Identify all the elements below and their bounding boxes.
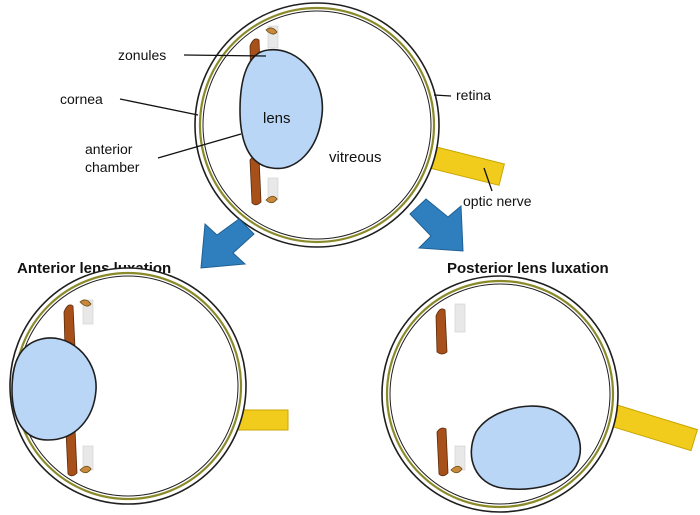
ciliary-upper [265, 27, 278, 35]
anterior-luxation-eye [9, 267, 289, 505]
optic-nerve-left [237, 409, 289, 431]
cornea-pointer [119, 98, 199, 116]
label-zonules: zonules [118, 47, 166, 63]
ciliary-left-upper [79, 299, 92, 307]
ciliary-right-lower [450, 465, 463, 474]
arrow-left [200, 218, 255, 269]
ciliary-left-lower [79, 465, 92, 474]
label-cornea: cornea [60, 91, 103, 107]
zonule-tissue-left-upper [82, 299, 94, 325]
title-posterior-luxation: Posterior lens luxation [447, 260, 609, 277]
label-optic-nerve: optic nerve [463, 193, 532, 209]
label-retina: retina [456, 87, 491, 103]
ciliary-lower [265, 195, 278, 204]
zonule-tissue-upper [267, 25, 279, 49]
posterior-luxation-eye [381, 275, 699, 513]
anterior-chamber-pointer [157, 133, 242, 159]
labels: zonules cornea anterior chamber retina l… [60, 47, 532, 209]
label-lens: lens [263, 110, 291, 127]
inner-outline-right [389, 283, 611, 505]
lens-anterior-luxation [11, 337, 97, 441]
optic-nerve-right [604, 402, 699, 452]
lens-top [239, 49, 324, 170]
lens-posterior-luxation [470, 405, 581, 490]
iris-right-upper [435, 308, 448, 355]
arrow-right [409, 198, 464, 252]
retina-pointer [433, 94, 452, 97]
label-anterior: anterior [85, 141, 133, 157]
zonule-tissue-right-upper [454, 303, 466, 333]
label-vitreous: vitreous [329, 149, 382, 166]
inner-outline-top [202, 10, 432, 240]
optic-nerve-pointer [483, 167, 493, 192]
zonules-pointer [183, 54, 267, 57]
normal-eye [194, 2, 505, 248]
label-chamber: chamber [85, 159, 140, 175]
iris-right-lower [436, 427, 449, 477]
